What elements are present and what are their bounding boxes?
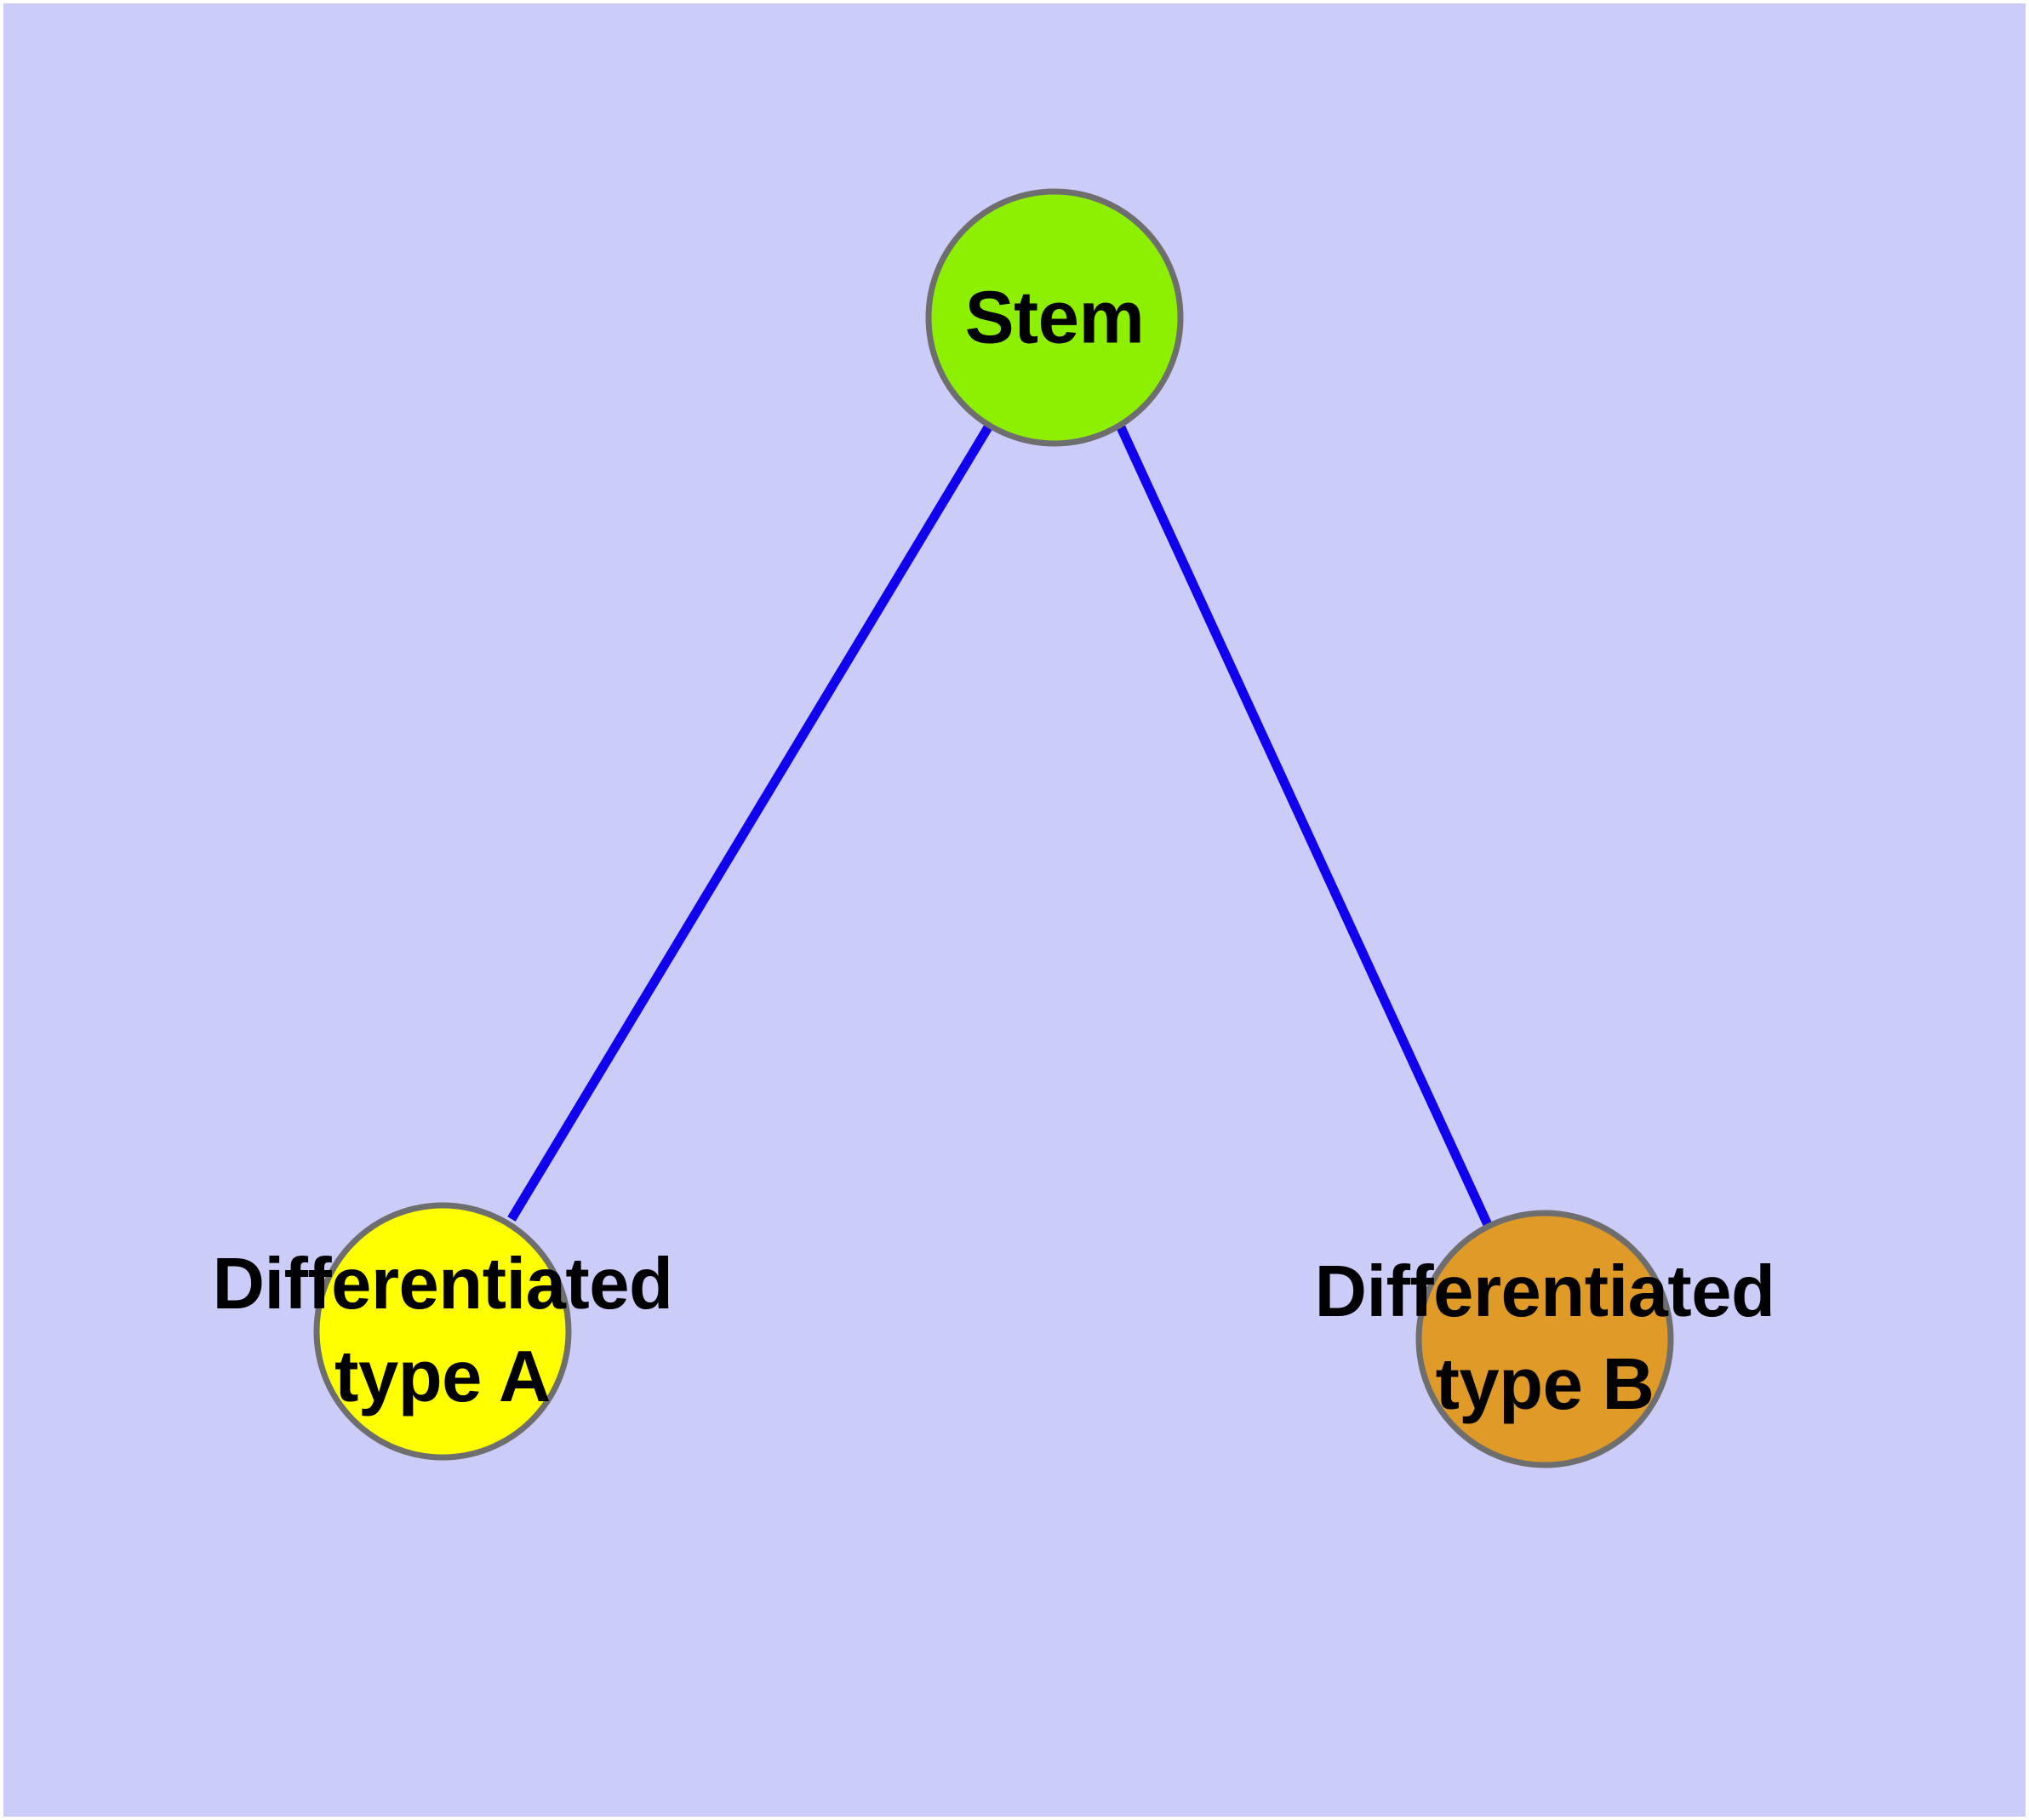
edge-stem-to-differentiated-type-b[interactable] — [1117, 425, 1494, 1231]
node-differentiated-type-a[interactable] — [313, 1202, 572, 1461]
node-layer — [313, 188, 1674, 1468]
node-stem[interactable] — [925, 188, 1184, 447]
edge-stem-to-differentiated-type-a[interactable] — [507, 425, 992, 1222]
node-differentiated-type-b[interactable] — [1415, 1210, 1674, 1468]
edge-layer — [507, 425, 1494, 1231]
